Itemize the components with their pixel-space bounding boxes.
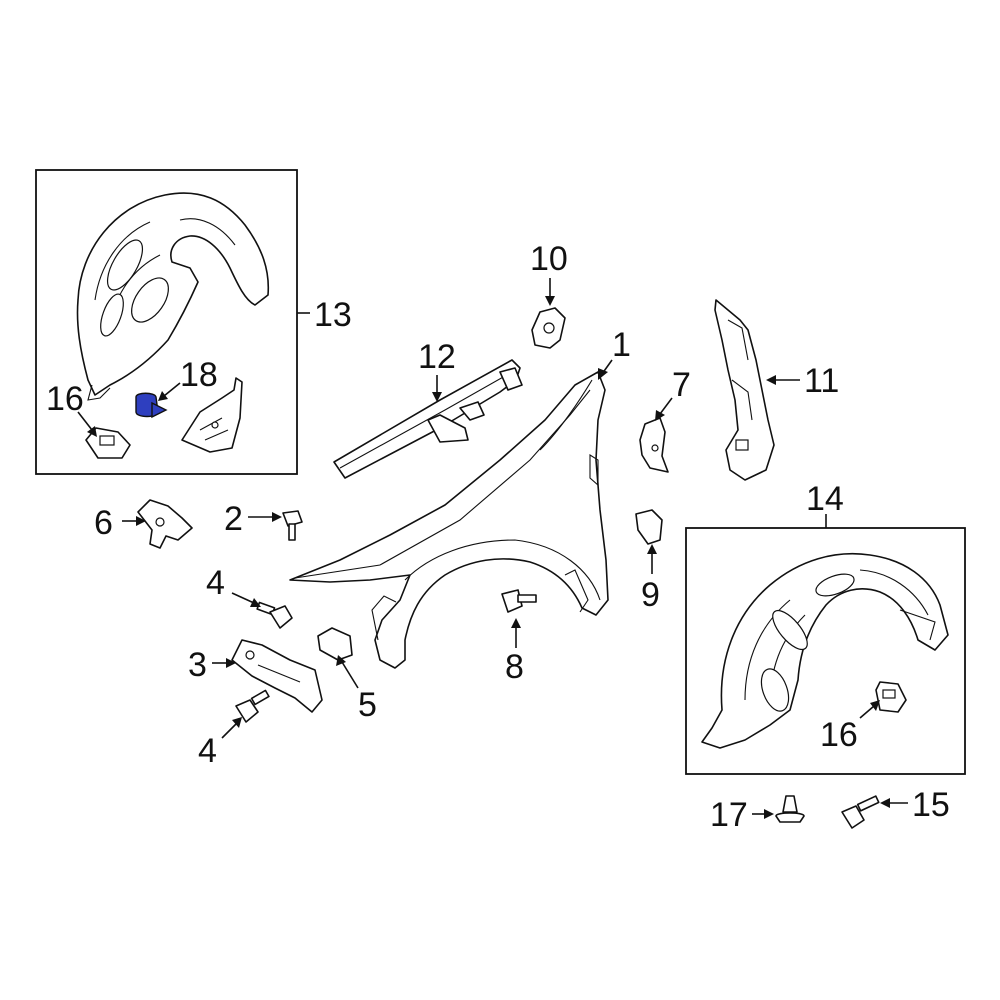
callout-9: 9 xyxy=(641,576,660,614)
part-4-bolt-lower[interactable] xyxy=(235,689,270,723)
callout-4-lower: 4 xyxy=(198,732,217,770)
callout-15: 15 xyxy=(912,786,950,824)
part-16-clip-inset[interactable] xyxy=(85,427,131,459)
callout-16-inset: 16 xyxy=(46,380,84,418)
part-11-reinforcement[interactable] xyxy=(714,299,775,481)
part-12-seal[interactable] xyxy=(333,359,523,479)
part-6-bracket[interactable] xyxy=(137,499,193,549)
callout-8: 8 xyxy=(505,648,524,686)
part-2-bolt[interactable] xyxy=(282,510,303,541)
callout-10: 10 xyxy=(530,240,568,278)
part-5-clip[interactable] xyxy=(317,627,353,661)
part-18-push-pin[interactable] xyxy=(135,392,168,419)
inset-box-13 xyxy=(35,169,298,475)
part-13-bracket[interactable] xyxy=(181,377,243,453)
part-9-clip[interactable] xyxy=(635,509,663,545)
callout-18: 18 xyxy=(180,356,218,394)
callout-3: 3 xyxy=(188,646,207,684)
callout-4-upper: 4 xyxy=(206,564,225,602)
callout-7: 7 xyxy=(672,366,691,404)
part-10-bracket[interactable] xyxy=(531,307,566,349)
part-14-fender-liner[interactable] xyxy=(701,552,949,749)
callout-1: 1 xyxy=(612,326,631,364)
callout-11: 11 xyxy=(804,362,839,400)
part-15-screw[interactable] xyxy=(841,795,880,829)
leader-lines xyxy=(77,278,908,819)
callout-6: 6 xyxy=(94,504,113,542)
callout-14: 14 xyxy=(806,480,844,518)
callout-5: 5 xyxy=(358,686,377,724)
part-1-fender[interactable] xyxy=(289,371,609,669)
part-3-bracket[interactable] xyxy=(231,639,323,713)
part-8-bolt[interactable] xyxy=(501,589,537,613)
callout-2: 2 xyxy=(224,500,243,538)
part-17-push-retainer[interactable] xyxy=(775,795,805,823)
callout-17: 17 xyxy=(710,796,748,834)
part-13-fender-liner[interactable] xyxy=(76,192,270,401)
callout-16-rear: 16 xyxy=(820,716,858,754)
callout-12: 12 xyxy=(418,338,456,376)
part-7-bracket[interactable] xyxy=(639,417,669,473)
callout-13: 13 xyxy=(314,296,352,334)
part-4-bolt-upper[interactable] xyxy=(256,601,293,629)
part-16-clip-rear[interactable] xyxy=(875,681,907,713)
